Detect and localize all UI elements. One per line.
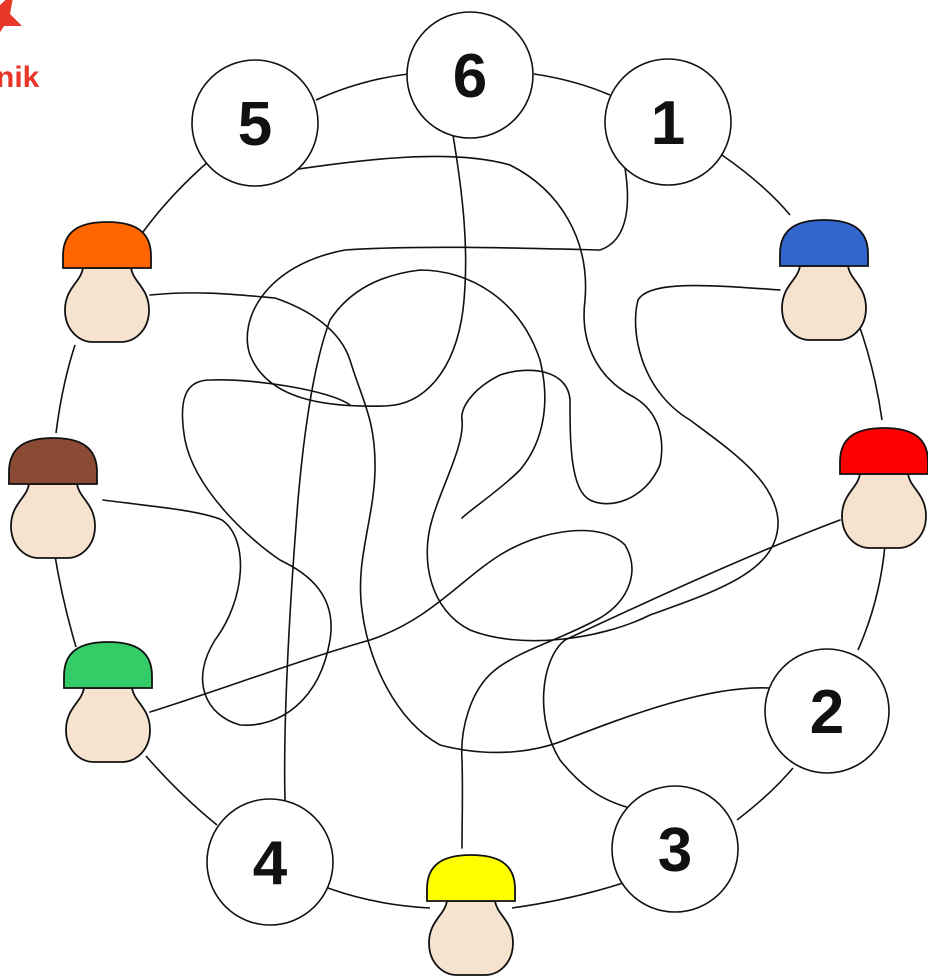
star-icon xyxy=(0,0,22,33)
mushroom-cap xyxy=(779,219,869,267)
maze-line-5 xyxy=(291,155,663,505)
ring-arc xyxy=(857,321,883,421)
ring-arc xyxy=(736,767,794,821)
mushroom-stem xyxy=(10,483,96,559)
mushroom-cap xyxy=(426,854,516,902)
ring-arc xyxy=(55,344,76,434)
station-number: 4 xyxy=(253,829,288,898)
outer-ring xyxy=(53,73,886,909)
mushroom-stem xyxy=(64,267,150,343)
mushroom-cap xyxy=(8,437,98,485)
station-3[interactable]: 3 xyxy=(611,785,739,913)
ring-arc xyxy=(721,154,791,216)
station-number: 5 xyxy=(238,90,272,159)
mushroom-cap xyxy=(62,221,152,269)
number-stations: 6 5 1 2 3 4 xyxy=(191,11,890,926)
mushroom-stem xyxy=(841,473,927,549)
green-mushroom[interactable] xyxy=(63,641,153,763)
ring-arc xyxy=(53,549,77,648)
station-number: 1 xyxy=(651,89,685,158)
ring-arc xyxy=(327,887,431,909)
red-mushroom[interactable] xyxy=(839,427,928,549)
station-6[interactable]: 6 xyxy=(406,11,534,139)
yellow-mushroom[interactable] xyxy=(426,854,516,976)
station-4[interactable]: 4 xyxy=(206,798,334,926)
orange-mushroom[interactable] xyxy=(62,221,152,343)
maze-lines xyxy=(102,134,841,849)
station-5[interactable]: 5 xyxy=(191,59,319,187)
logo: nik xyxy=(0,0,40,94)
mushroom-cap xyxy=(839,427,928,475)
blue-mushroom[interactable] xyxy=(779,219,869,341)
maze-line-4 xyxy=(283,269,546,801)
mushroom-stem xyxy=(428,900,514,976)
station-2[interactable]: 2 xyxy=(764,648,890,774)
station-number: 3 xyxy=(658,816,692,885)
mushrooms xyxy=(8,219,928,976)
station-1[interactable]: 1 xyxy=(604,58,732,186)
maze-line-orange xyxy=(149,292,771,754)
ring-arc xyxy=(142,159,211,233)
station-number: 2 xyxy=(810,678,844,747)
ring-arc xyxy=(511,882,624,909)
station-number: 6 xyxy=(453,42,487,111)
ring-arc xyxy=(145,755,218,826)
brown-mushroom[interactable] xyxy=(8,437,98,559)
maze-line-1 xyxy=(426,284,781,642)
logo-text: nik xyxy=(0,61,40,94)
mushroom-cap xyxy=(63,641,153,689)
ring-arc xyxy=(315,73,409,101)
maze-line-brown xyxy=(102,378,351,726)
ring-arc xyxy=(533,73,611,96)
maze-line-red xyxy=(542,519,841,809)
mushroom-stem xyxy=(65,687,151,763)
maze-line-green xyxy=(149,529,633,849)
mushroom-stem xyxy=(781,265,867,341)
maze-line-6 xyxy=(246,134,629,407)
ring-arc xyxy=(857,544,886,651)
